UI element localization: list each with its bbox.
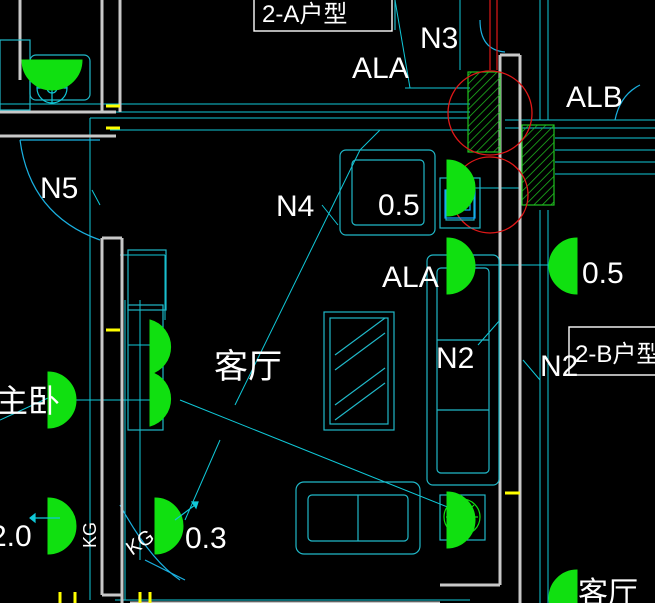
lamp-axis-lines <box>47 160 578 554</box>
wall-lamp-icon <box>446 491 476 549</box>
wall-lamp-icon <box>47 371 77 429</box>
wall-lamps <box>21 59 578 603</box>
wall-lamp-icon <box>149 371 172 427</box>
unit-type-b-box <box>568 326 655 376</box>
panel-ala-top-label: ALA <box>352 52 409 85</box>
circuit-n2-right-label: N2 <box>540 350 578 383</box>
power-sofa-chair-label: 0.5 <box>378 189 420 222</box>
circuit-n3-label: N3 <box>420 22 458 55</box>
switch-symbols <box>29 501 199 524</box>
sofa-icon <box>295 481 421 555</box>
red-reference-lines <box>489 0 498 70</box>
room-master-bedroom-label: 主卧 <box>0 383 60 419</box>
room-living-bottom-label: 客厅 <box>578 577 638 603</box>
power-bottom-left-label: 2.0 <box>0 520 32 553</box>
wall-lamp-icon <box>149 319 172 375</box>
armchair-icon <box>339 149 436 236</box>
circuit-n2-left-label: N2 <box>436 342 474 375</box>
wall-lamp-icon <box>154 497 184 555</box>
door-swing-icon <box>19 19 641 581</box>
circuit-n4-label: N4 <box>276 190 314 223</box>
wall-lamp-icon <box>548 569 578 603</box>
room-living-label: 客厅 <box>214 348 282 386</box>
wall-lamp-icon <box>446 237 476 295</box>
unit-type-b-label: 2-B户型 <box>575 341 655 368</box>
circuit-n5-label: N5 <box>40 172 78 205</box>
furniture <box>0 0 500 555</box>
panel-alb-label: ALB <box>566 81 623 114</box>
panel-ala-mid-label: ALA <box>382 261 439 294</box>
column-hatch-top <box>467 71 501 153</box>
switch-kg-left-label: KG <box>80 522 100 548</box>
unit-type-a-label: 2-A户型 <box>262 1 347 28</box>
glass-table-icon <box>323 311 395 431</box>
wall-lamp-icon <box>446 159 476 217</box>
power-bottom-label: 0.3 <box>185 522 227 555</box>
power-right-wall-label: 0.5 <box>582 257 624 290</box>
door-jambs <box>58 104 520 603</box>
column-hatch-right <box>521 124 555 206</box>
wall-lamp-icon <box>548 237 578 295</box>
wall-lamp-icon <box>47 497 77 555</box>
unit-type-a-box <box>253 0 393 32</box>
wall-lamp-icon <box>21 59 83 91</box>
